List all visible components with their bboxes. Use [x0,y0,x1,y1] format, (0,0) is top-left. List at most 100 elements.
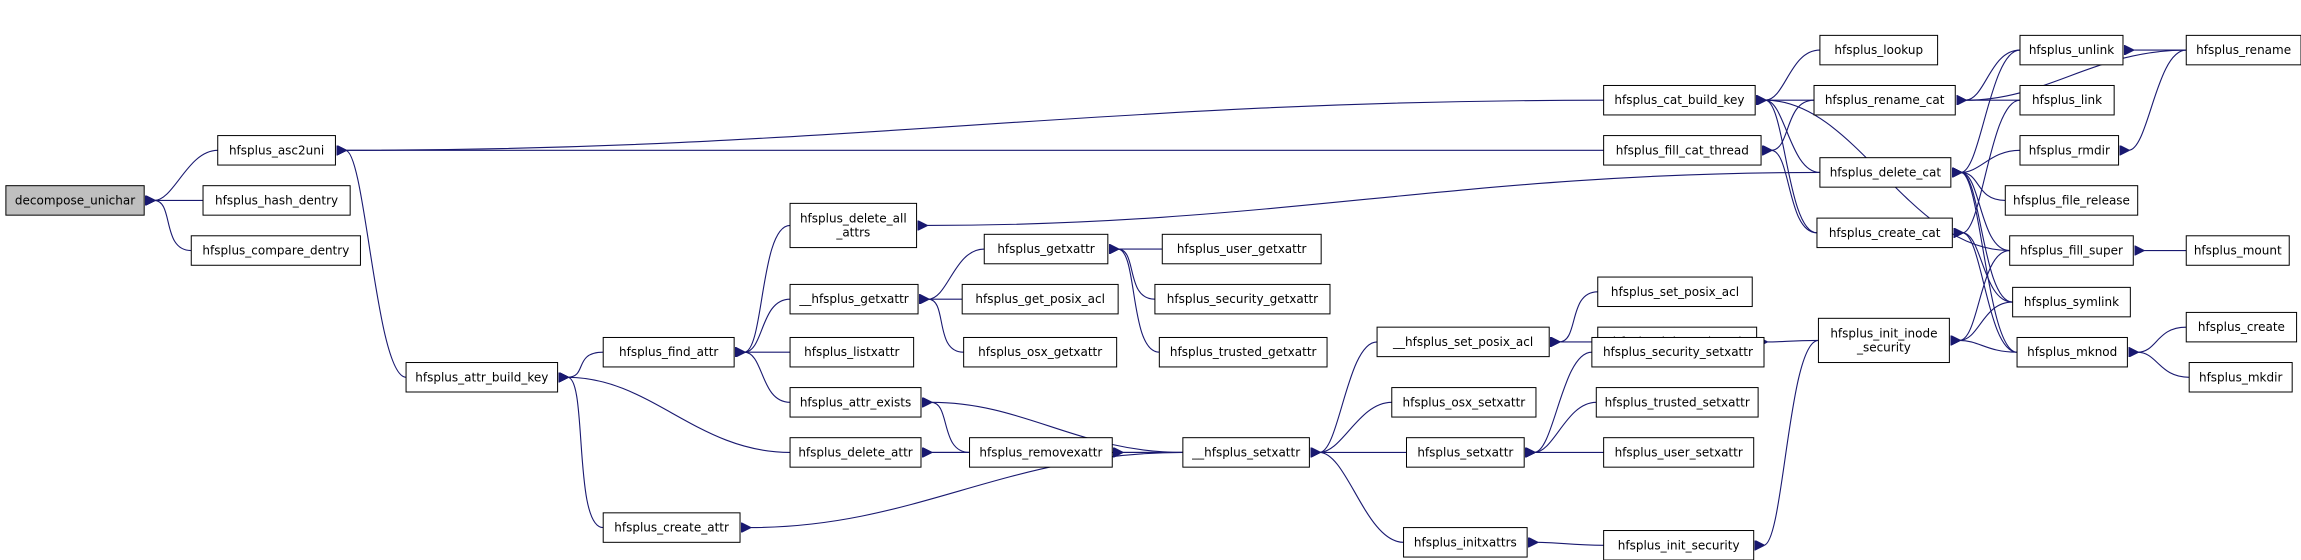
node-box-hfsplus_compare_dentry [190,235,361,266]
node-label-hfsplus_hash_dentry: hfsplus_hash_dentry [215,193,338,207]
node-hfsplus_fill_super[interactable]: hfsplus_fill_super [2009,235,2134,266]
node-box-hfsplus_delete_all_attrs [789,202,918,249]
node-hfsplus_file_release[interactable]: hfsplus_file_release [2004,185,2139,216]
node-box-__hfsplus_set_posix_acl [1376,326,1550,358]
node-hfsplus_set_posix_acl[interactable]: hfsplus_set_posix_acl [1597,276,1753,308]
node-box-hfsplus_mkdir [2188,362,2293,393]
node-label-hfsplus_trusted_setxattr: hfsplus_trusted_setxattr [1605,395,1750,409]
node-__hfsplus_getxattr[interactable]: __hfsplus_getxattr [789,283,919,315]
node-hfsplus_asc2uni[interactable]: hfsplus_asc2uni [217,135,336,166]
edge-hfsplus_init_security-from-hfsplus_init_inode_security [1764,339,1819,545]
node-label-hfsplus_mknod: hfsplus_mknod [2027,345,2117,359]
node-hfsplus_security_setxattr[interactable]: hfsplus_security_setxattr [1591,336,1765,368]
edge-hfsplus_rmdir-from-hfsplus_rename [2129,49,2187,150]
node-hfsplus_user_getxattr[interactable]: hfsplus_user_getxattr [1161,233,1322,265]
edge-hfsplus_asc2uni-from-hfsplus_attr_build_key [345,150,407,378]
node-label-hfsplus_osx_setxattr: hfsplus_osx_setxattr [1403,395,1526,409]
node-label-hfsplus_mkdir: hfsplus_mkdir [2199,370,2282,384]
node-hfsplus_removexattr[interactable]: hfsplus_removexattr [969,437,1113,468]
node-box-hfsplus_trusted_setxattr [1595,387,1759,418]
node-hfsplus_rename_cat[interactable]: hfsplus_rename_cat [1813,84,1956,116]
edge-hfsplus_mknod-from-hfsplus_create [2137,326,2187,352]
node-hfsplus_security_getxattr[interactable]: hfsplus_security_getxattr [1154,283,1331,315]
edge-hfsplus_mknod-from-hfsplus_mkdir [2137,352,2190,378]
node-label-hfsplus_user_setxattr: hfsplus_user_setxattr [1615,445,1743,459]
node-hfsplus_delete_cat[interactable]: hfsplus_delete_cat [1819,157,1952,188]
edge-hfsplus_setxattr-from-hfsplus_trusted_setxattr [1534,401,1597,452]
node-box-hfsplus_hash_dentry [202,185,351,216]
edge-hfsplus_find_attr-from-__hfsplus_getxattr [744,298,791,352]
node-hfsplus_lookup[interactable]: hfsplus_lookup [1819,34,1939,66]
edge-__hfsplus_getxattr-from-hfsplus_osx_getxattr [928,299,964,353]
node-hfsplus_attr_exists[interactable]: hfsplus_attr_exists [789,387,922,418]
node-hfsplus_mount[interactable]: hfsplus_mount [2185,235,2290,266]
edge-hfsplus_attr_build_key-from-hfsplus_find_attr [568,351,604,377]
node-label-__hfsplus_setxattr: __hfsplus_setxattr [1191,445,1300,459]
node-hfsplus_setxattr[interactable]: hfsplus_setxattr [1405,437,1525,468]
node-hfsplus_mknod[interactable]: hfsplus_mknod [2016,336,2128,368]
edge-hfsplus_attr_build_key-from-hfsplus_delete_attr [568,377,791,453]
node-hfsplus_find_attr[interactable]: hfsplus_find_attr [602,336,735,368]
node-hfsplus_compare_dentry[interactable]: hfsplus_compare_dentry [190,235,361,266]
node-label-hfsplus_removexattr: hfsplus_removexattr [979,445,1102,459]
edge-hfsplus_asc2uni-from-hfsplus_cat_build_key [345,99,1604,150]
node-label-hfsplus_find_attr: hfsplus_find_attr [619,345,718,359]
node-label-hfsplus_delete_attr: hfsplus_delete_attr [798,445,912,459]
edge-hfsplus_fill_cat_thread-from-hfsplus_rename_cat [1771,99,1815,150]
node-hfsplus_trusted_getxattr[interactable]: hfsplus_trusted_getxattr [1158,336,1328,368]
node-hfsplus_initxattrs[interactable]: hfsplus_initxattrs [1403,527,1528,558]
node-label-hfsplus_unlink: hfsplus_unlink [2029,43,2114,57]
node-box-hfsplus_trusted_getxattr [1158,336,1328,368]
node-hfsplus_user_setxattr[interactable]: hfsplus_user_setxattr [1603,437,1755,468]
node-hfsplus_init_inode_security[interactable]: hfsplus_init_inode_security [1817,317,1950,364]
node-box-hfsplus_rmdir [2019,135,2120,166]
node-box-hfsplus_init_security [1603,530,1755,560]
edge-hfsplus_setxattr-from-hfsplus_security_setxattr [1534,351,1592,452]
node-label-hfsplus_fill_super: hfsplus_fill_super [2020,244,2123,258]
node-label-hfsplus_rename_cat: hfsplus_rename_cat [1825,93,1945,107]
node-hfsplus_osx_setxattr[interactable]: hfsplus_osx_setxattr [1391,387,1537,418]
node-hfsplus_trusted_setxattr[interactable]: hfsplus_trusted_setxattr [1595,387,1759,418]
node-box-hfsplus_security_getxattr [1154,283,1331,315]
node-hfsplus_cat_build_key[interactable]: hfsplus_cat_build_key [1603,84,1756,116]
node-__hfsplus_setxattr[interactable]: __hfsplus_setxattr [1182,437,1310,468]
node-layer: decompose_unichar hfsplus_asc2uni hfsplus_… [5,34,2301,560]
node-hfsplus_rename[interactable]: hfsplus_rename [2185,34,2301,66]
node-label-hfsplus_rmdir: hfsplus_rmdir [2029,143,2110,157]
node-label-hfsplus_init_inode_security: hfsplus_init_inode [1830,326,1937,340]
node-hfsplus_rmdir[interactable]: hfsplus_rmdir [2019,135,2120,166]
node-hfsplus_unlink[interactable]: hfsplus_unlink [2019,34,2124,66]
node-hfsplus_link[interactable]: hfsplus_link [2019,84,2115,116]
node-label-hfsplus_link: hfsplus_link [2032,93,2102,107]
node-__hfsplus_set_posix_acl[interactable]: __hfsplus_set_posix_acl [1376,326,1550,358]
node-hfsplus_listxattr[interactable]: hfsplus_listxattr [789,336,915,368]
node-hfsplus_symlink[interactable]: hfsplus_symlink [2012,286,2131,318]
node-hfsplus_delete_attr[interactable]: hfsplus_delete_attr [789,437,922,468]
node-hfsplus_getxattr[interactable]: hfsplus_getxattr [983,233,1109,265]
node-hfsplus_create_attr[interactable]: hfsplus_create_attr [602,512,741,543]
node-box-__hfsplus_setxattr [1182,437,1310,468]
node-label-hfsplus_security_getxattr: hfsplus_security_getxattr [1167,292,1318,306]
edge-hfsplus_delete_cat-from-hfsplus_symlink [1961,172,2013,303]
node-hfsplus_attr_build_key[interactable]: hfsplus_attr_build_key [405,362,559,393]
node-hfsplus_osx_getxattr[interactable]: hfsplus_osx_getxattr [963,336,1118,368]
node-hfsplus_fill_cat_thread[interactable]: hfsplus_fill_cat_thread [1603,135,1762,166]
node-hfsplus_create[interactable]: hfsplus_create [2185,311,2298,343]
node-label-hfsplus_init_security: hfsplus_init_security [1618,538,1740,552]
node-label-hfsplus_rename: hfsplus_rename [2196,43,2291,57]
node-box-hfsplus_lookup [1819,34,1939,66]
edge-hfsplus_cat_build_key-from-hfsplus_lookup [1765,49,1820,100]
node-hfsplus_get_posix_acl[interactable]: hfsplus_get_posix_acl [961,283,1119,315]
node-hfsplus_mkdir[interactable]: hfsplus_mkdir [2188,362,2293,393]
edge-hfsplus_init_posix_acl-from-hfsplus_init_inode_security [1767,340,1819,341]
node-hfsplus_create_cat[interactable]: hfsplus_create_cat [1816,217,1953,249]
node-hfsplus_init_security[interactable]: hfsplus_init_security [1603,530,1755,560]
node-hfsplus_delete_all_attrs[interactable]: hfsplus_delete_all_attrs [789,202,918,249]
edge-hfsplus_rename_cat-from-hfsplus_rename [1965,49,2187,100]
edge-hfsplus_delete_cat-from-hfsplus_rmdir [1961,149,2021,172]
edge-hfsplus_init_inode_security-from-hfsplus_fill_super [1959,249,2010,341]
edge-hfsplus_delete_cat-from-hfsplus_file_release [1961,172,2006,201]
node-decompose_unichar[interactable]: decompose_unichar [5,185,145,216]
node-hfsplus_hash_dentry[interactable]: hfsplus_hash_dentry [202,185,351,216]
